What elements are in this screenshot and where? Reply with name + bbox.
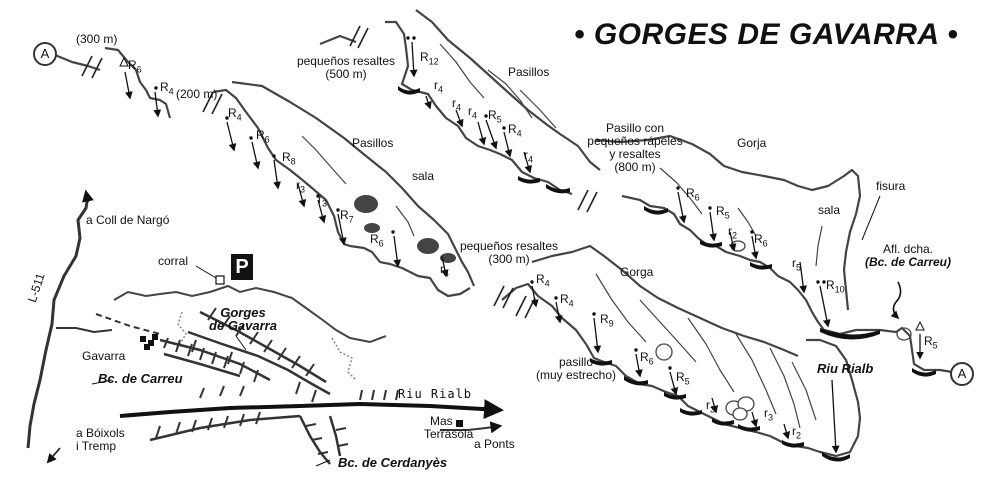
- parking-icon: P: [231, 254, 253, 280]
- label-fisura: fisura: [876, 179, 906, 193]
- marker-a-end: A: [950, 362, 974, 386]
- rappel-label: R4: [228, 106, 242, 123]
- pequenos-resaltes-500: pequeños resaltes (500 m): [296, 54, 396, 81]
- pasillo-con-rapeles: Pasillo con pequeños rápeles y resaltes …: [587, 121, 683, 174]
- plateau-edge: [113, 284, 387, 344]
- rappel-label: R5: [488, 108, 502, 125]
- section-1-breaks: [81, 55, 223, 115]
- label-sala-2: sala: [818, 203, 841, 217]
- label-gorja: Gorja: [737, 136, 767, 150]
- rappel-label: R6: [686, 186, 700, 203]
- afluente-derecha: Afl. dcha. (Bc. de Carreu): [864, 242, 952, 269]
- rappel-label: r4: [440, 262, 450, 279]
- anchor-dots: [154, 36, 826, 370]
- marker-a-start: A: [33, 42, 57, 66]
- length-300-top: (300 m): [76, 32, 118, 46]
- rappel-label: R4: [536, 272, 550, 289]
- section-3-rappel-arrows: [677, 191, 831, 328]
- diagram-title: • GORGES DE GAVARRA •: [574, 18, 959, 51]
- rappel-label: r3: [296, 178, 306, 195]
- map-a-ponts: a Ponts: [474, 437, 515, 451]
- afl-dcha-arrow: [890, 281, 902, 320]
- rappel-label: R9: [600, 312, 614, 329]
- road-l511: [26, 195, 90, 449]
- rappel-label: R6: [754, 232, 768, 249]
- gavarra-village: [140, 334, 158, 350]
- map-riu-rialb: Riu Rialb: [398, 387, 473, 401]
- rappel-label: R6: [640, 350, 654, 367]
- section-1-pools: [354, 195, 456, 263]
- rappel-label: R5: [716, 204, 730, 221]
- map-bc-de-cerdanyes: Bc. de Cerdanyès: [338, 455, 448, 470]
- label-pasillos-upper: Pasillos: [508, 65, 550, 79]
- rappel-label: R4: [160, 80, 174, 97]
- rappel-label: R8: [282, 150, 296, 167]
- pasillo-muy-estrecho: pasillo (muy estrecho): [535, 355, 617, 382]
- section-4-profile: [501, 244, 862, 458]
- rappel-label: r2: [792, 424, 802, 441]
- section-4-rappel-arrows: [530, 285, 840, 454]
- gavarra-access-road: [56, 327, 113, 334]
- section-1-rappel-arrows: [124, 71, 449, 278]
- section-2-rappel-arrows: [409, 41, 532, 174]
- length-200: (200 m): [176, 87, 218, 101]
- rappel-label: r4: [468, 104, 478, 121]
- section-4-breaks: [493, 285, 536, 319]
- map-coll-de-nargo: a Coll de Nargó: [86, 213, 170, 227]
- map-mas-terrasola: Mas Terrasola: [424, 414, 474, 441]
- rappel-label: R6: [128, 58, 142, 75]
- rappel-label: R7: [340, 208, 354, 225]
- label-gorga: Gorga: [620, 265, 654, 279]
- section-2-breaks: [349, 25, 598, 213]
- rappel-label: r2: [728, 224, 738, 241]
- map-corral: corral: [158, 254, 189, 268]
- label-sala-1: sala: [412, 169, 435, 183]
- pequenos-resaltes-300: pequeños resaltes (300 m): [459, 239, 559, 266]
- section-3-profile: [595, 134, 880, 336]
- map-a-boixols: a Bóixols i Tremp: [76, 426, 125, 453]
- map-gavarra: Gavarra: [82, 349, 126, 363]
- section-3-pools: [644, 206, 880, 340]
- anchor-triangles: [119, 56, 925, 331]
- exit-pool: [912, 368, 936, 377]
- label-riu-rialb-profile: Riu Rialb: [817, 361, 874, 376]
- rappel-label: r3: [764, 406, 774, 423]
- rappel-label: R5: [924, 334, 938, 351]
- map: [26, 189, 504, 467]
- exit-boulder: [896, 327, 912, 341]
- section-2-pools: [398, 86, 570, 194]
- rappel-label: R6: [256, 128, 270, 145]
- rappel-label: r4: [524, 148, 534, 165]
- rappel-label: r4: [452, 96, 462, 113]
- rappel-label: R12: [420, 50, 439, 67]
- label-pasillos-lower: Pasillos: [352, 136, 394, 150]
- exit-profile: [879, 326, 953, 374]
- map-gorges-de-gavarra: Gorges de Gavarra: [209, 305, 277, 333]
- rappel-label: R10: [826, 278, 845, 295]
- corral-marker: [215, 275, 225, 285]
- riu-rialb-river: [119, 399, 504, 420]
- rappel-label: R4: [508, 122, 522, 139]
- rappel-label: r5: [792, 256, 802, 273]
- rappel-label: r4: [434, 78, 444, 95]
- rappel-label: R4: [560, 292, 574, 309]
- map-bc-de-carreu: Bc. de Carreu: [98, 371, 183, 386]
- rappel-label: r3: [706, 398, 716, 415]
- mas-terrasola-marker: [456, 420, 463, 427]
- rappel-label: r3: [318, 192, 328, 209]
- fisura-leader: [861, 195, 881, 241]
- section-4-boulders: [655, 343, 755, 421]
- canyon-hatching: [155, 307, 399, 455]
- rappel-label: R5: [676, 370, 690, 387]
- rappel-label: R6: [370, 232, 384, 249]
- section-4-pools: [590, 358, 850, 462]
